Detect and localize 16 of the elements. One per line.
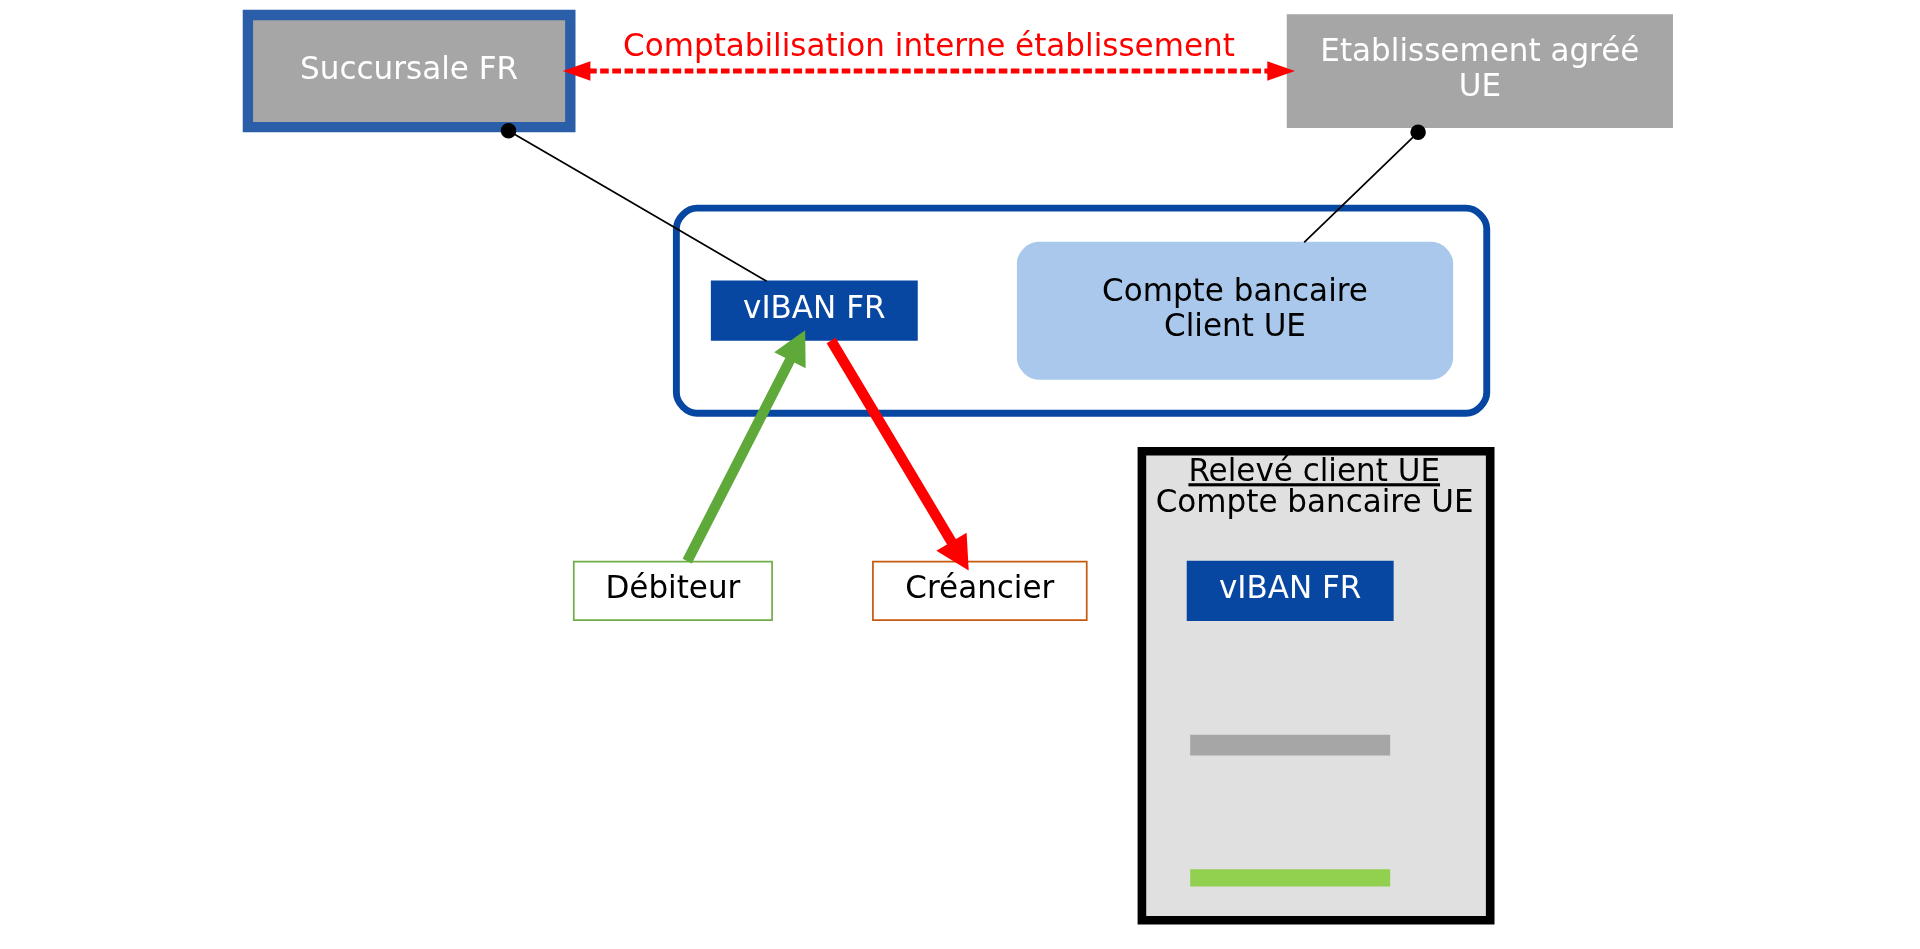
node-box: vIBAN FR (1186, 560, 1394, 622)
node-box: Etablissement agréé UE (1286, 14, 1673, 128)
connector (500, 122, 768, 283)
arrow (562, 61, 1295, 81)
connector (1303, 124, 1426, 244)
node-box: Succursale FR (242, 9, 576, 133)
node-box: Créancier (872, 560, 1088, 622)
node-box: vIBAN FR (710, 280, 918, 341)
node-bar (1190, 869, 1391, 887)
edge-label: Comptabilisation interne établissement (623, 27, 1235, 64)
node-bar (1190, 734, 1391, 756)
arrow (682, 330, 806, 564)
arrow (826, 337, 969, 571)
node-box: Débiteur (572, 560, 773, 622)
node-box: Compte bancaire Client UE (1016, 241, 1454, 380)
cluster (672, 204, 1491, 417)
